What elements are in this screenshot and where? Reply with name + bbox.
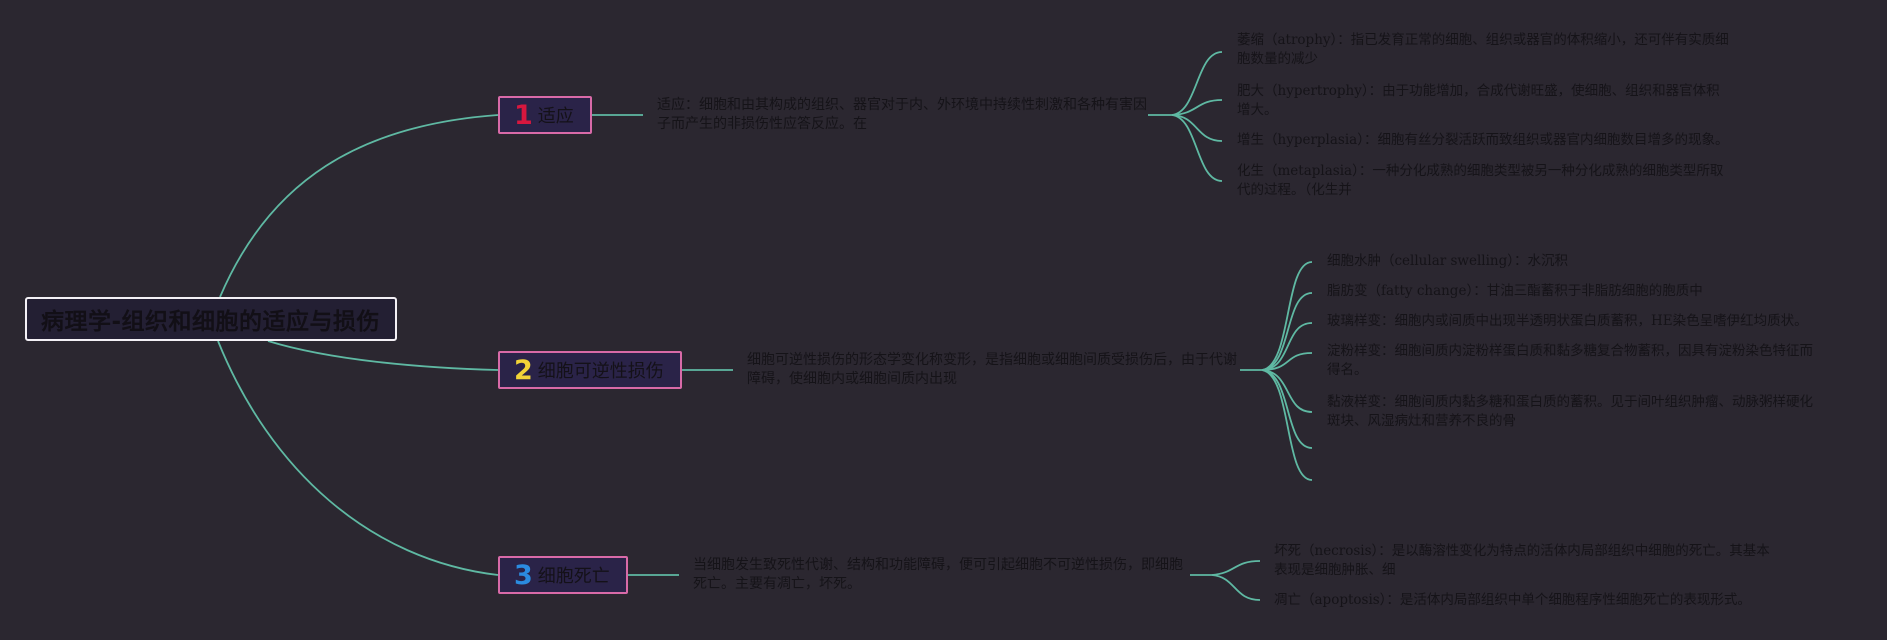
fan-2-leaf-6 [1261, 369, 1313, 449]
fan-2-leaf-5 [1261, 369, 1313, 413]
branch-1-description: 适应：细胞和由其构成的组织、器官对于内、外环境中持续性刺激和各种有害因子而产生的… [657, 97, 1147, 132]
fan-1-leaf-2 [1171, 99, 1223, 116]
branch-label: 细胞可逆性损伤 [537, 361, 664, 382]
fan-2-leaf-7 [1261, 369, 1313, 481]
leaf-hyperplasia: 增生（hyperplasia）：细胞有丝分裂活跃而致组织或器官内细胞数目增多的现… [1237, 132, 1729, 148]
fan-3-leaf-1 [1211, 560, 1261, 576]
link-root-branch-1 [219, 114, 499, 298]
root-title: 病理学-组织和细胞的适应与损伤 [41, 309, 381, 335]
leaf-metaplasia: 化生（metaplasia）：一种分化成熟的细胞类型被另一种分化成熟的细胞类型所… [1237, 163, 1724, 198]
leaf-mucoid-change: 黏液样变：细胞间质内黏多糖和蛋白质的蓄积。见于间叶组织肿瘤、动脉粥样硬化斑块、风… [1327, 394, 1813, 429]
leaf-fatty-change: 脂肪变（fatty change）：甘油三酯蓄积于非脂肪细胞的胞质中 [1327, 283, 1703, 299]
fan-2-leaf-3 [1261, 322, 1313, 371]
leaf-amyloid-change: 淀粉样变：细胞间质内淀粉样蛋白质和黏多糖复合物蓄积，因具有淀粉染色特征而得名。 [1327, 343, 1813, 378]
leaf-hypertrophy: 肥大（hypertrophy）：由于功能增加，合成代谢旺盛，使细胞、组织和器官体… [1237, 83, 1720, 118]
fan-3-leaf-2 [1211, 574, 1261, 601]
branch-node-cell-death[interactable]: 3 细胞死亡 [498, 556, 628, 594]
branch-number-3: 3 [514, 559, 533, 591]
branch-2-description: 细胞可逆性损伤的形态学变化称变形，是指细胞或细胞间质受损伤后，由于代谢障碍，使细… [747, 352, 1237, 387]
link-root-branch-3 [217, 340, 499, 576]
branch-label: 适应 [537, 106, 574, 127]
branch-number-1: 1 [514, 99, 533, 131]
branch-number-2: 2 [514, 354, 533, 386]
fan-2-leaf-2 [1261, 292, 1313, 371]
leaf-cellular-swelling: 细胞水肿（cellular swelling）：水沉积 [1327, 253, 1569, 269]
leaf-hyaline-change: 玻璃样变：细胞内或间质中出现半透明状蛋白质蓄积，HE染色呈嗜伊红均质状。 [1327, 313, 1808, 329]
leaf-necrosis: 坏死（necrosis）：是以酶溶性变化为特点的活体内局部组织中细胞的死亡。其基… [1274, 543, 1770, 578]
link-root-branch-2 [267, 340, 499, 371]
fan-1-leaf-3 [1171, 114, 1223, 142]
root-node[interactable]: 病理学-组织和细胞的适应与损伤 [25, 297, 397, 341]
branch-node-adaptation[interactable]: 1 适应 [498, 96, 592, 134]
branch-3-description: 当细胞发生致死性代谢、结构和功能障碍，便可引起细胞不可逆性损伤，即细胞死亡。主要… [693, 557, 1183, 592]
leaf-apoptosis: 凋亡（apoptosis）：是活体内局部组织中单个细胞程序性细胞死亡的表现形式。 [1274, 592, 1751, 608]
branch-label: 细胞死亡 [537, 566, 610, 587]
branch-node-reversible-injury[interactable]: 2 细胞可逆性损伤 [498, 351, 682, 389]
fan-1-leaf-4 [1171, 114, 1223, 182]
fan-2-leaf-4 [1261, 352, 1313, 371]
fan-2-leaf-1 [1261, 261, 1313, 371]
fan-1-leaf-1 [1171, 51, 1223, 116]
leaf-atrophy: 萎缩（atrophy）：指已发育正常的细胞、组织或器官的体积缩小，还可伴有实质细… [1237, 32, 1729, 67]
